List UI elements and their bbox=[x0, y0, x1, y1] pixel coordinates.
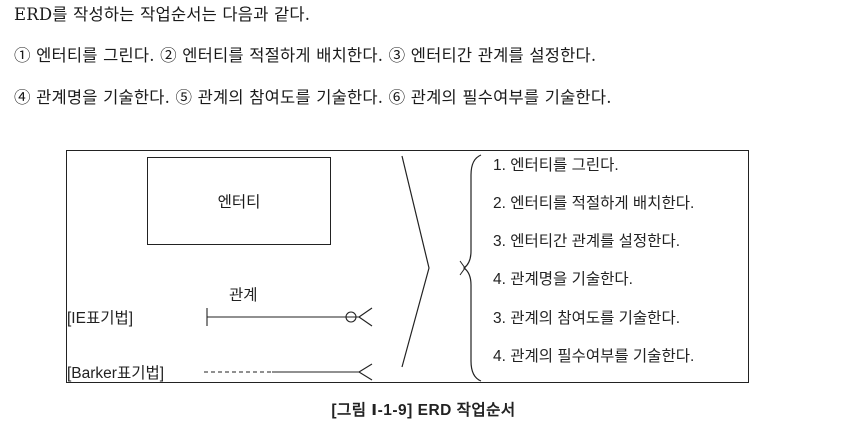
step-item: 3. 엔터티간 관계를 설정한다. bbox=[493, 233, 681, 250]
erd-figure: 엔터티 관계 [IE표기법] [Barker표기법] 1. 엔터티를 그린다. … bbox=[66, 150, 749, 383]
intro-line-1: ERD를 작성하는 작업순서는 다음과 같다. bbox=[14, 5, 311, 24]
intro-line-2: ① 엔터티를 그린다. ② 엔터티를 적절하게 배치한다. ③ 엔터티간 관계를… bbox=[14, 46, 597, 65]
ie-crowfoot-top bbox=[358, 307, 373, 318]
step-item: 2. 엔터티를 적절하게 배치한다. bbox=[493, 195, 695, 212]
steps-brace bbox=[462, 154, 482, 382]
barker-notation-label: [Barker표기법] bbox=[67, 365, 165, 382]
step-item: 4. 관계명을 기술한다. bbox=[493, 271, 633, 288]
entity-box: 엔터티 bbox=[147, 157, 331, 245]
chevron-small-tick bbox=[459, 260, 466, 276]
barker-crowfoot-top bbox=[358, 363, 373, 373]
step-item: 4. 관계의 필수여부를 기술한다. bbox=[493, 348, 695, 365]
figure-caption: [그림 Ⅰ-1-9] ERD 작업순서 bbox=[331, 402, 516, 419]
ie-optional-circle bbox=[345, 311, 357, 323]
entity-label: 엔터티 bbox=[217, 194, 261, 211]
ie-notation-label: [IE표기법] bbox=[67, 310, 134, 327]
step-item: 3. 관계의 참여도를 기술한다. bbox=[493, 310, 681, 327]
ie-crowfoot-bottom bbox=[358, 316, 373, 327]
barker-crowfoot-bottom bbox=[358, 371, 373, 381]
relation-label: 관계 bbox=[229, 287, 258, 304]
step-item: 1. 엔터티를 그린다. bbox=[493, 157, 619, 174]
intro-line-3: ④ 관계명을 기술한다. ⑤ 관계의 참여도를 기술한다. ⑥ 관계의 필수여부… bbox=[14, 88, 612, 107]
figure-lines bbox=[204, 154, 482, 382]
chevron-arrow bbox=[401, 155, 430, 368]
